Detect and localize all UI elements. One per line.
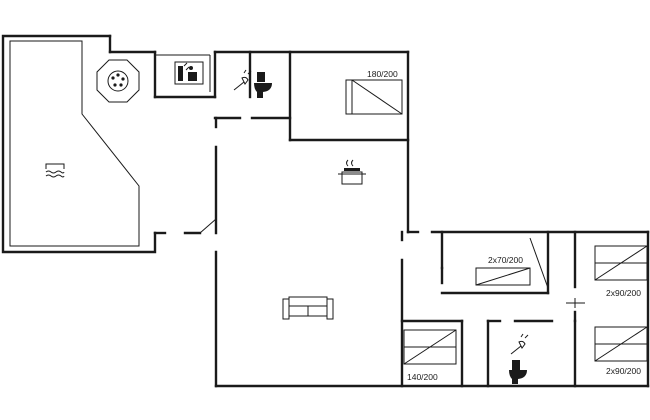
right-top-bed-label: 2x90/200 bbox=[606, 288, 641, 298]
cooking-pot-icon bbox=[338, 159, 366, 185]
small-bed-label: 2x70/200 bbox=[488, 255, 523, 265]
master-bed bbox=[345, 79, 403, 115]
small-bed bbox=[475, 237, 549, 289]
indoor-pool bbox=[9, 40, 140, 247]
whirlpool-icon bbox=[96, 59, 140, 103]
right-bottom-bed bbox=[594, 326, 648, 362]
sofa-icon bbox=[282, 296, 334, 320]
pool-icon bbox=[45, 163, 65, 178]
shower-toilet-icon bbox=[509, 333, 529, 384]
shower-toilet-icon bbox=[233, 69, 272, 98]
sauna-icon bbox=[174, 61, 204, 85]
sauna-room bbox=[155, 54, 211, 92]
master-bed-label: 180/200 bbox=[367, 69, 398, 79]
lower-bed-label: 140/200 bbox=[407, 372, 438, 382]
outer-walls bbox=[1, 34, 650, 388]
inner-walls bbox=[213, 50, 577, 388]
lower-bed bbox=[403, 329, 457, 365]
doors bbox=[199, 218, 585, 308]
right-top-bed bbox=[594, 245, 648, 281]
right-bottom-bed-label: 2x90/200 bbox=[606, 366, 641, 376]
